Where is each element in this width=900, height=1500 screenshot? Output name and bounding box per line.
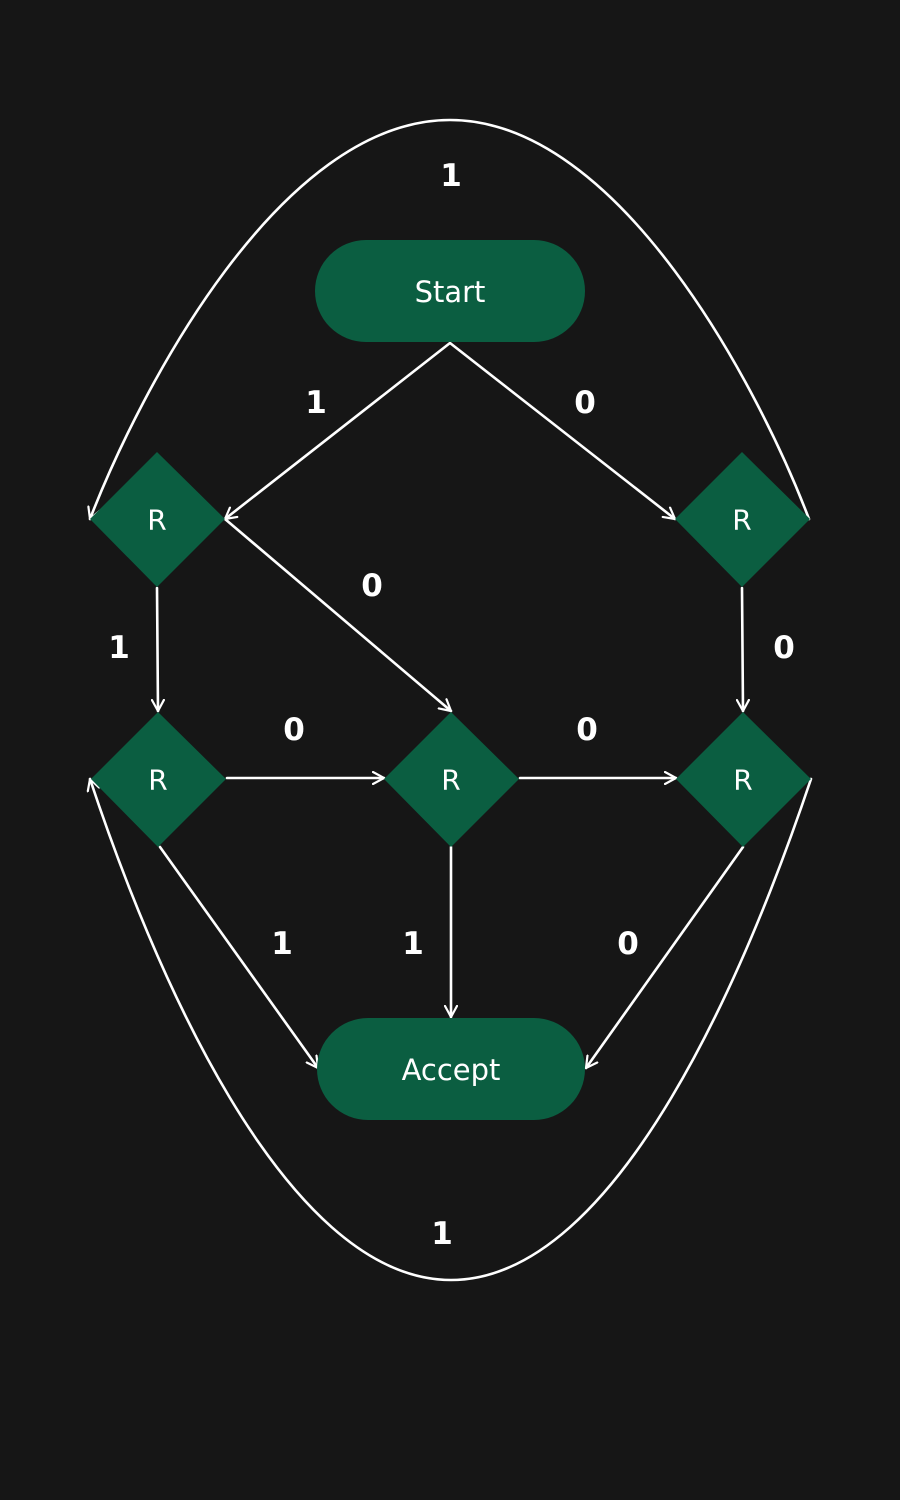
node-start: Start xyxy=(315,240,585,342)
node-r3: R xyxy=(91,712,226,847)
edge-r3-to-accept xyxy=(158,845,320,1070)
r1-decision-shape xyxy=(90,452,225,587)
r4-decision-shape xyxy=(384,712,519,847)
node-r1: R xyxy=(90,452,225,587)
edge-label-r3-r4: 0 xyxy=(283,712,305,748)
edge-r5-to-r3-arc xyxy=(90,777,813,1282)
edge-label-start-r1: 1 xyxy=(305,385,327,421)
edge-label-r1-r4: 0 xyxy=(361,568,383,604)
node-r3-label: R xyxy=(148,764,167,797)
node-r4-label: R xyxy=(441,764,460,797)
node-r5-label: R xyxy=(733,764,752,797)
edge-start-to-r1 xyxy=(223,341,452,521)
edge-label-start-r2: 0 xyxy=(574,385,596,421)
edge-r2-to-r5 xyxy=(742,586,743,713)
node-accept-label: Accept xyxy=(402,1053,501,1087)
edge-r1-to-r3 xyxy=(157,586,158,713)
node-r5: R xyxy=(676,712,811,847)
r5-decision-shape xyxy=(676,712,811,847)
start-terminal-shape xyxy=(315,240,585,342)
node-accept: Accept xyxy=(317,1018,585,1120)
edge-label-r1-r3: 1 xyxy=(108,630,130,666)
edge-label-r5-accept: 0 xyxy=(617,926,639,962)
node-r1-label: R xyxy=(147,504,166,537)
edge-r1-to-r4 xyxy=(223,517,453,713)
r3-decision-shape xyxy=(91,712,226,847)
accept-terminal-shape xyxy=(317,1018,585,1120)
node-start-label: Start xyxy=(415,275,486,309)
edge-label-r3-accept: 1 xyxy=(271,926,293,962)
edge-start-to-r2 xyxy=(448,341,677,521)
edge-label-r4-accept: 1 xyxy=(402,926,424,962)
edge-label-r4-r5: 0 xyxy=(576,712,598,748)
edge-label-r2-r1: 1 xyxy=(440,158,462,194)
node-r2: R xyxy=(675,452,810,587)
edge-r5-to-accept xyxy=(584,845,745,1070)
r2-decision-shape xyxy=(675,452,810,587)
node-r2-label: R xyxy=(732,504,751,537)
edge-label-r2-r5: 0 xyxy=(773,630,795,666)
edge-labels: 1 1 0 0 1 0 0 0 1 1 0 1 xyxy=(108,158,795,1252)
edge-r2-to-r1-arc xyxy=(90,118,811,521)
edge-label-r5-r3: 1 xyxy=(431,1216,453,1252)
node-r4: R xyxy=(384,712,519,847)
edges xyxy=(90,118,813,1282)
nodes: Start R R R R R Accept xyxy=(90,240,811,1120)
